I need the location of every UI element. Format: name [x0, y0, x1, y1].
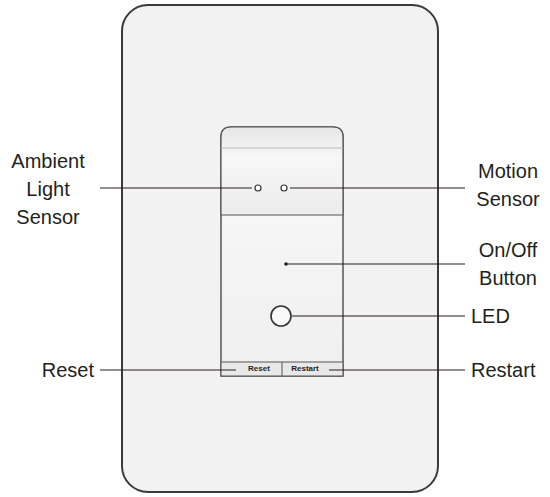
- motion-sensor: [281, 185, 287, 191]
- leader-line: [286, 263, 465, 264]
- callout-label: On/Off Button: [469, 236, 547, 292]
- led-indicator: [271, 306, 291, 326]
- sensor-edge: [221, 148, 343, 149]
- button-strip: [221, 362, 343, 376]
- wall-plate: [122, 5, 438, 492]
- callout-label: Motion Sensor: [469, 157, 547, 213]
- callout-label: Restart: [471, 356, 547, 384]
- leader-line: [292, 315, 465, 316]
- leader-line: [290, 187, 465, 188]
- callout-label: Ambient Light Sensor: [0, 147, 96, 231]
- sensor-window: [221, 127, 343, 215]
- leader-line: [100, 369, 236, 370]
- button-label: Reset: [238, 364, 280, 374]
- ambient-light-sensor: [255, 185, 261, 191]
- leader-line: [329, 369, 465, 370]
- button-label: Restart: [284, 364, 326, 374]
- leader-line: [100, 187, 252, 188]
- strip-divider: [282, 362, 283, 376]
- callout-label: Reset: [0, 356, 94, 384]
- switch-rocker: [221, 127, 343, 376]
- callout-label: LED: [471, 302, 547, 330]
